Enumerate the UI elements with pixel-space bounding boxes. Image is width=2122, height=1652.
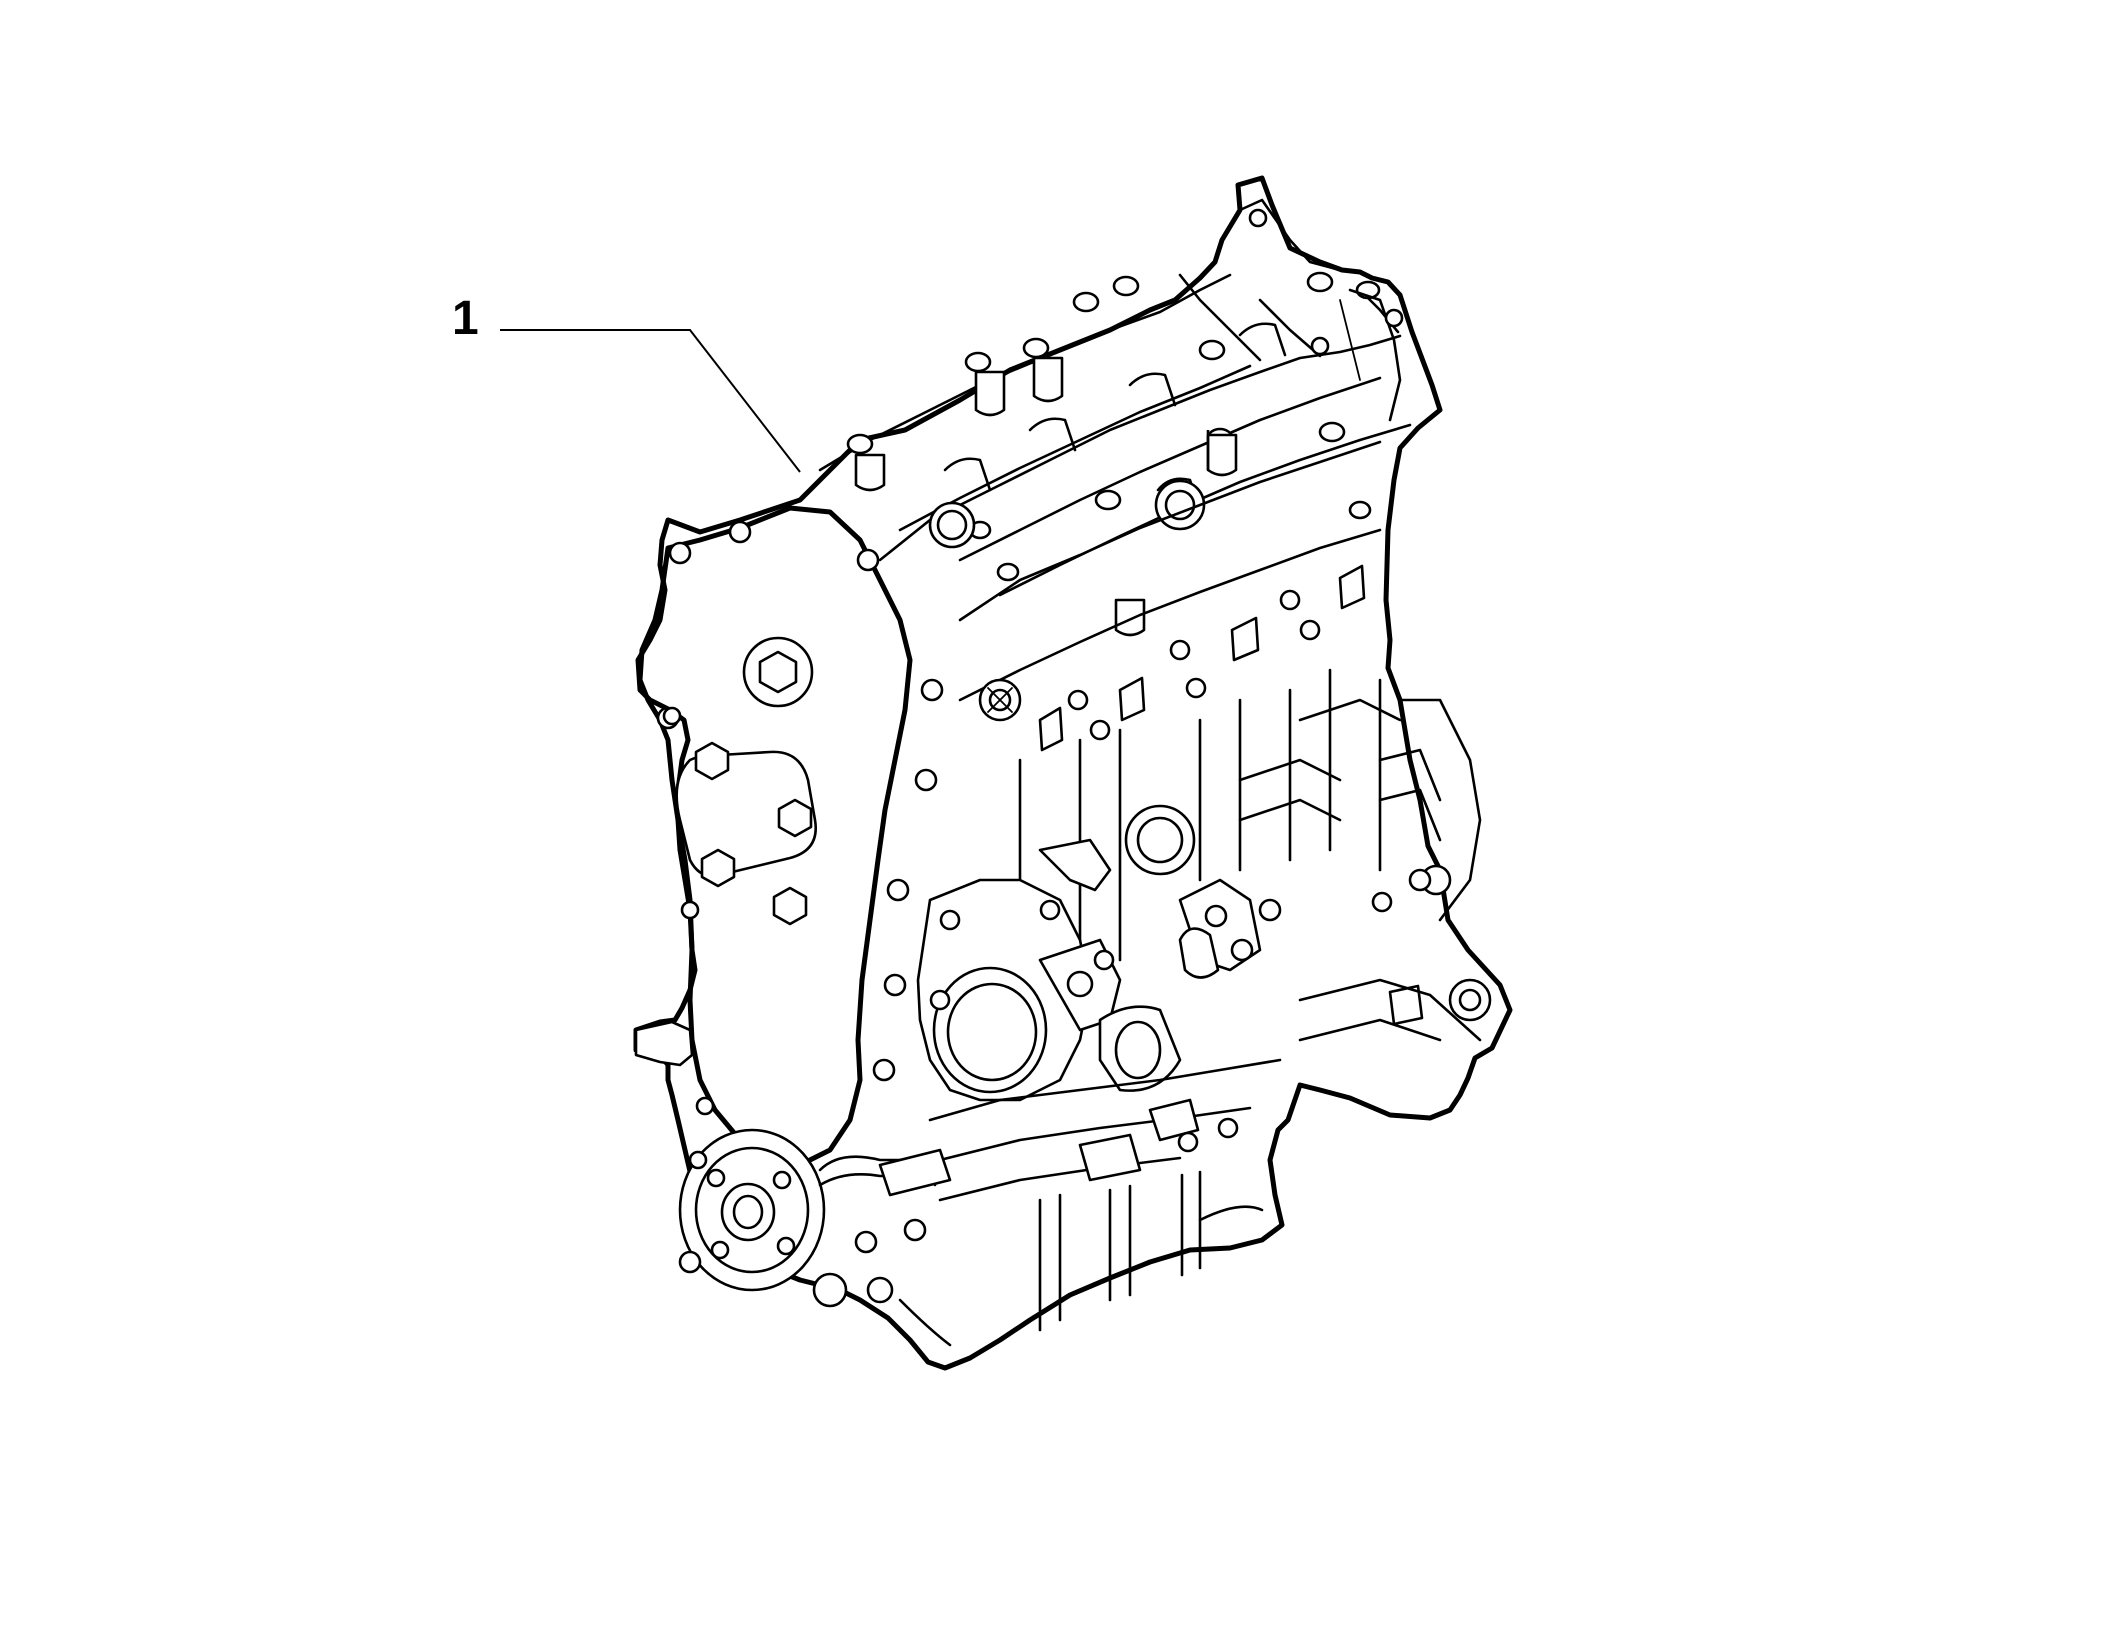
cam-cover-end-cap bbox=[1238, 198, 1404, 422]
water-pump-housing bbox=[916, 878, 1182, 1102]
callout-number-1: 1 bbox=[452, 292, 479, 345]
oil-pan bbox=[878, 1058, 1282, 1347]
flywheel-end bbox=[1298, 698, 1492, 1042]
hex-bolt-head bbox=[758, 650, 798, 694]
intake-manifold-flange bbox=[958, 440, 1382, 752]
spark-plug-towers bbox=[854, 356, 1238, 637]
engine-mount-bracket bbox=[634, 1020, 694, 1067]
cam-cover-bolts bbox=[846, 271, 1381, 582]
crankshaft-pulley bbox=[678, 1128, 894, 1308]
block-side-bolts bbox=[662, 706, 927, 1254]
oil-filter-mount bbox=[1124, 804, 1196, 876]
callout-leader-line bbox=[500, 329, 801, 473]
engine-assembly-drawing bbox=[633, 175, 1513, 1371]
idler-pulley bbox=[812, 1272, 848, 1308]
engine-outline bbox=[633, 175, 1513, 1371]
timing-belt-cover bbox=[637, 505, 944, 1168]
